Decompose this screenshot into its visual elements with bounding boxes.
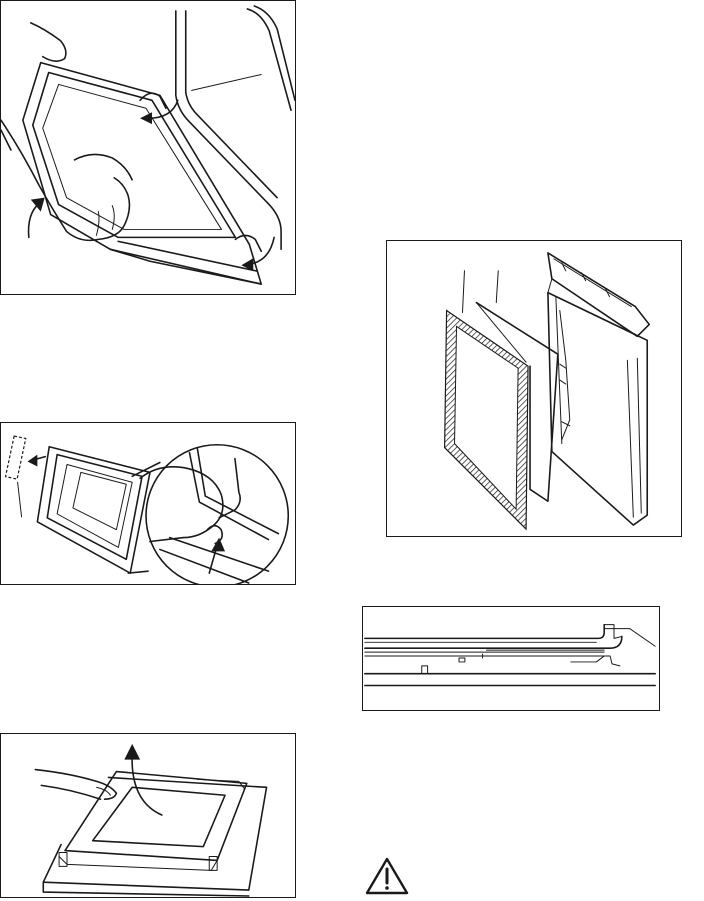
figure-glass-lift <box>0 733 296 898</box>
door-panels-exploded-illustration <box>387 241 681 536</box>
warning-triangle-icon <box>364 856 410 896</box>
figure-clip-release <box>0 422 296 585</box>
figure-door-lift <box>0 0 296 295</box>
hand-lifting-door-illustration <box>1 1 295 294</box>
door-cross-section-illustration <box>363 607 659 710</box>
figure-door-exploded <box>386 240 682 537</box>
hand-lifting-glass-illustration <box>1 734 295 897</box>
warning-section <box>364 856 410 896</box>
hand-pressing-clip-illustration <box>1 423 295 584</box>
figure-door-profile <box>362 606 660 711</box>
